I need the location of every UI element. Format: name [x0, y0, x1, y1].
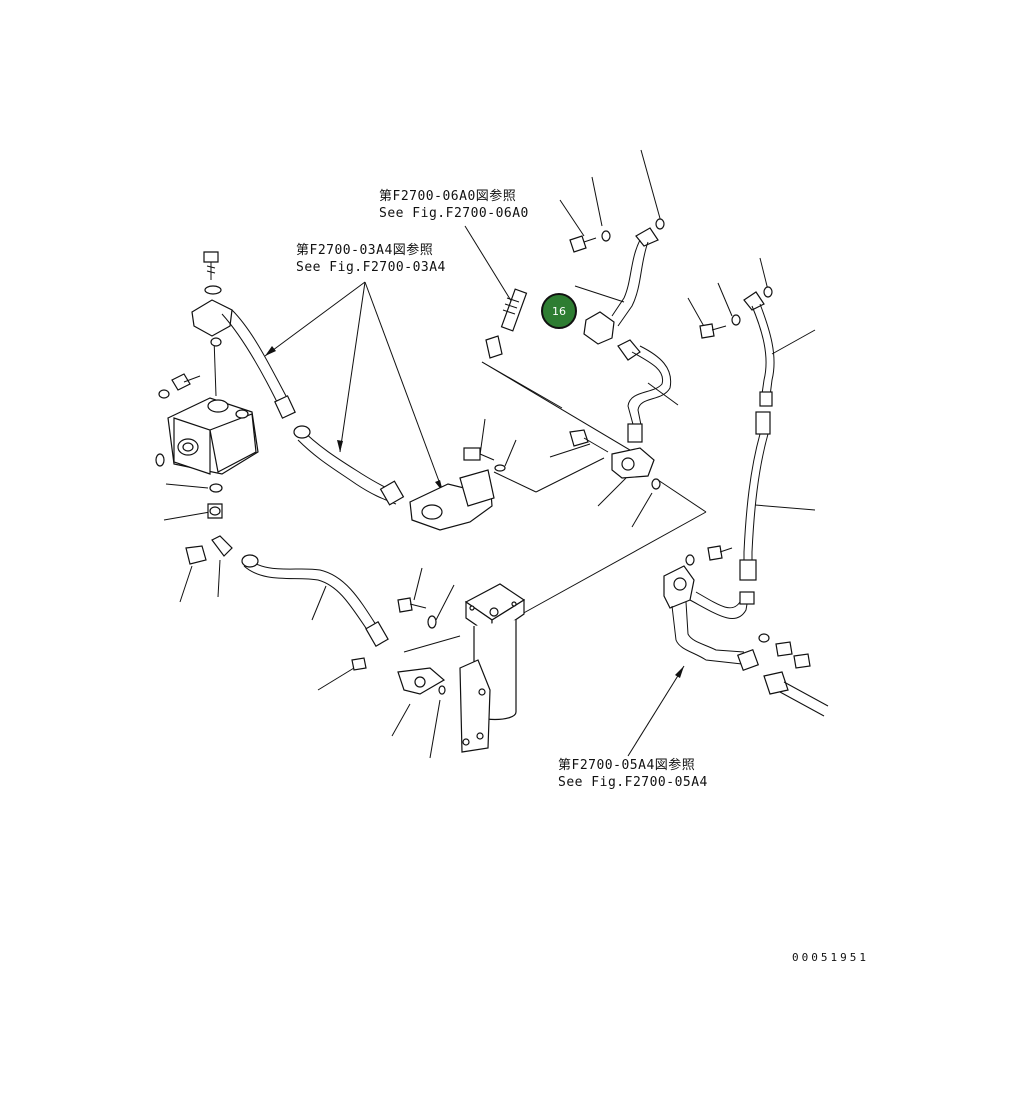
leader-lines: [163, 149, 816, 759]
reference-03a4-en: See Fig.F2700-03A4: [296, 260, 446, 275]
filter-housing: [459, 583, 526, 753]
mid-right-tube: [617, 339, 672, 443]
reference-06a0-en: See Fig.F2700-06A0: [379, 206, 529, 221]
suction-hose: [293, 425, 405, 506]
reference-05a4-jp: 第F2700-05A4図参照: [558, 758, 696, 773]
top-fitting-06a0: [485, 288, 528, 359]
suction-flange: [409, 447, 506, 531]
reference-06a0-label: 第F2700-06A0図参照 See Fig.F2700-06A0: [379, 188, 529, 222]
reference-03a4-jp: 第F2700-03A4図参照: [296, 243, 434, 258]
lower-right-tube: [663, 545, 829, 717]
right-vertical-hose: [699, 286, 775, 581]
upper-left-tube: [191, 299, 296, 419]
lower-left-hose: [241, 554, 389, 647]
hydraulic-pump: [167, 397, 259, 475]
drawing-code: 00051951: [792, 951, 869, 964]
reference-03a4-label: 第F2700-03A4図参照 See Fig.F2700-03A4: [296, 242, 446, 276]
reference-05a4-label: 第F2700-05A4図参照 See Fig.F2700-05A4: [558, 757, 708, 791]
filter-fittings: [351, 597, 446, 695]
pump-bolts: [155, 251, 233, 565]
top-right-tube: [569, 218, 665, 345]
mid-valve-block: [569, 429, 661, 490]
reference-06a0-jp: 第F2700-06A0図参照: [379, 189, 517, 204]
reference-05a4-en: See Fig.F2700-05A4: [558, 775, 708, 790]
part-callout-16[interactable]: 16: [541, 293, 577, 329]
